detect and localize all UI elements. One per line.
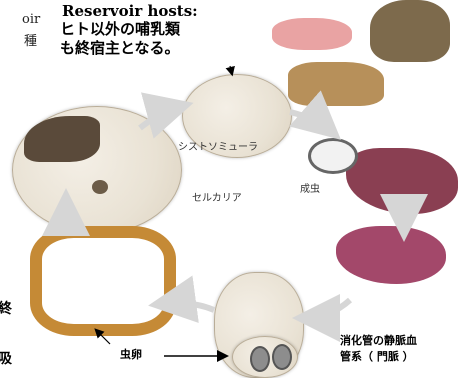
arrow-portal-to-vein [292, 293, 353, 342]
label-cercaria: セルカリア [192, 193, 242, 204]
label-adult-worm: 成虫 [300, 184, 320, 195]
label-portal-vein: 消化管の静脈血 管系（ 門脈 ） [340, 332, 417, 364]
label-portal-vein-line-1: 消化管の静脈血 [340, 334, 417, 347]
egg-illustration-2 [272, 344, 292, 370]
egg-illustration-1 [250, 346, 270, 372]
label-egg: 虫卵 [120, 348, 142, 361]
cropped-text-species: 種 [24, 34, 38, 49]
arrow-egg-from-stool [94, 328, 111, 345]
cropped-text-final: 終 [0, 301, 12, 317]
pig-illustration [272, 18, 352, 50]
reservoir-line-2: も終宿主となる。 [60, 39, 180, 57]
reservoir-line-1: ヒト以外の哺乳類 [60, 20, 181, 38]
label-schistosomula: シストソミューラ [178, 142, 258, 153]
arrow-vein-to-intestine [148, 275, 216, 324]
reservoir-description: ヒト以外の哺乳類 も終宿主となる。 [60, 20, 180, 58]
snail-illustration [24, 116, 100, 162]
miracidium-illustration [92, 180, 108, 194]
cropped-text-absorb: 吸 [0, 351, 12, 367]
arrow-cercaria-to-skin [138, 92, 194, 139]
arrow-skin-to-liver [289, 90, 342, 140]
cropped-text-top: oir [22, 12, 41, 27]
monkey-illustration [370, 0, 450, 62]
reservoir-title: Reservoir hosts: [62, 2, 198, 20]
arrow-reservoir-pointer [225, 65, 235, 77]
schistosomula-skin-panel [182, 74, 292, 158]
label-portal-vein-line-2: 管系（ 門脈 ） [340, 350, 414, 363]
